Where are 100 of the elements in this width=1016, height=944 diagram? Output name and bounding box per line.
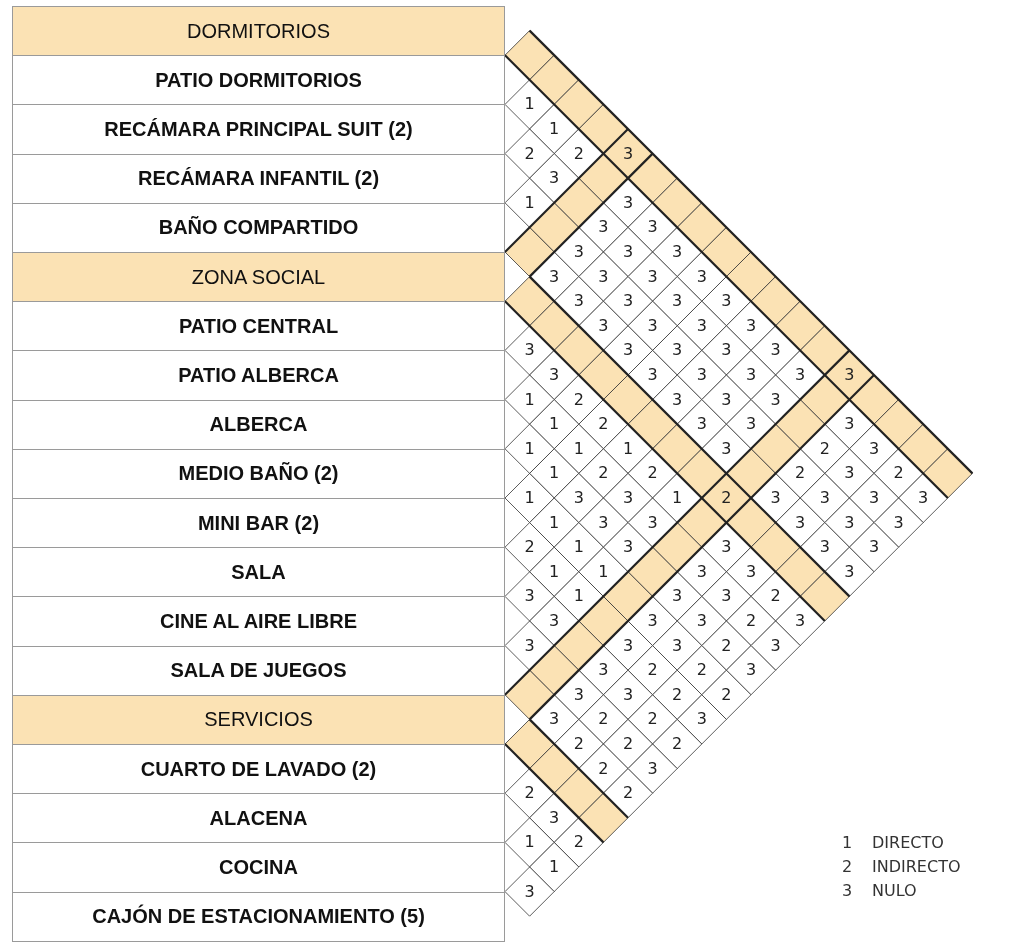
relationship-value: 3 — [818, 487, 831, 509]
relationship-value: 3 — [646, 216, 659, 239]
relationship-value: 2 — [695, 659, 708, 682]
relationship-value: 1 — [548, 413, 561, 436]
relationship-value: 2 — [621, 733, 635, 755]
relationship-value: 3 — [597, 314, 610, 337]
relationship-value: 2 — [818, 437, 831, 460]
relationship-value: 1 — [523, 191, 536, 214]
relationship-value: 3 — [621, 241, 635, 263]
relationship-value: 3 — [843, 462, 856, 485]
room-name: CAJÓN DE ESTACIONAMIENTO (5) — [12, 891, 505, 942]
relationship-value: 3 — [572, 487, 585, 509]
relationship-value: 3 — [548, 806, 561, 829]
relationship-value: 3 — [646, 757, 659, 780]
relationship-value: 3 — [695, 265, 708, 288]
relationship-value: 3 — [646, 610, 659, 632]
relationship-value: 3 — [572, 241, 585, 263]
relationship-value: 3 — [843, 560, 856, 583]
relationship-value: 2 — [769, 585, 782, 608]
relationship-value: 1 — [572, 585, 585, 608]
relationship-value: 3 — [867, 437, 881, 460]
relationship-value: 3 — [597, 216, 610, 239]
relationship-value: 3 — [695, 413, 708, 436]
room-name: COCINA — [12, 842, 505, 893]
relationship-value: 3 — [769, 339, 782, 362]
relationship-value: 3 — [597, 265, 610, 288]
relationship-value: 1 — [671, 487, 684, 509]
relationship-value: 3 — [621, 142, 635, 165]
relationship-value: 3 — [671, 585, 684, 608]
room-name: RECÁMARA PRINCIPAL SUIT (2) — [12, 104, 505, 155]
relationship-value: 3 — [646, 314, 659, 337]
relationship-value: 3 — [720, 339, 733, 362]
relationship-value: 3 — [523, 339, 536, 362]
relationship-value: 2 — [671, 683, 684, 706]
relationship-value: 3 — [744, 413, 758, 436]
relationship-value: 2 — [572, 733, 585, 755]
relationship-value: 1 — [548, 462, 561, 485]
relationship-value: 3 — [695, 610, 708, 632]
relationship-value: 3 — [695, 560, 708, 583]
relationship-value: 3 — [720, 585, 733, 608]
room-name: PATIO ALBERCA — [12, 350, 505, 401]
relationship-value: 3 — [794, 610, 807, 632]
relationship-value: 2 — [572, 831, 585, 854]
relationship-value: 2 — [794, 462, 807, 485]
relationship-value: 2 — [597, 708, 610, 731]
room-name: SALA — [12, 547, 505, 598]
relationship-value: 3 — [523, 585, 536, 608]
relationship-value: 1 — [548, 856, 561, 878]
relationship-value: 3 — [843, 511, 856, 534]
room-name: RECÁMARA INFANTIL (2) — [12, 153, 505, 204]
relationship-value: 2 — [744, 610, 758, 632]
relationship-value: 3 — [818, 536, 831, 559]
relationship-value: 3 — [621, 634, 635, 657]
room-name: CINE AL AIRE LIBRE — [12, 596, 505, 647]
relationship-value: 3 — [744, 364, 758, 386]
room-name: ALACENA — [12, 793, 505, 844]
relationship-value: 3 — [621, 683, 635, 706]
relationship-value: 3 — [671, 290, 684, 313]
relationship-value: 3 — [744, 560, 758, 583]
relationship-value: 2 — [646, 708, 659, 731]
relationship-value: 3 — [621, 339, 635, 362]
legend-number: 2 — [842, 857, 853, 877]
relationship-value: 1 — [621, 437, 635, 460]
relationship-value: 3 — [867, 536, 881, 559]
relationship-value: 3 — [867, 487, 881, 509]
relationship-value: 2 — [646, 462, 659, 485]
relationship-value: 2 — [646, 659, 659, 682]
relationship-value: 1 — [572, 437, 585, 460]
relationship-value: 1 — [523, 388, 536, 411]
legend-text: INDIRECTO — [872, 857, 961, 877]
relationship-value: 1 — [523, 437, 536, 460]
room-name: PATIO DORMITORIOS — [12, 55, 505, 106]
relationship-value: 2 — [523, 782, 536, 805]
relationship-value: 2 — [597, 462, 610, 485]
relationship-value: 2 — [572, 142, 585, 165]
relationship-value: 3 — [671, 339, 684, 362]
relationship-value: 3 — [744, 659, 758, 682]
relationship-value: 3 — [572, 683, 585, 706]
relationship-value: 2 — [523, 142, 536, 165]
relationship-value: 3 — [917, 487, 930, 509]
room-name: CUARTO DE LAVADO (2) — [12, 744, 505, 795]
relationship-value: 3 — [720, 536, 733, 559]
relationship-value: 3 — [646, 265, 659, 288]
relationship-value: 3 — [843, 413, 856, 436]
relationship-value: 1 — [523, 93, 536, 116]
relationship-value: 3 — [720, 290, 733, 313]
relationship-value: 2 — [621, 782, 635, 805]
relationship-value: 3 — [671, 388, 684, 411]
relationship-value: 1 — [523, 487, 536, 509]
relationship-value: 3 — [548, 167, 561, 190]
relationship-value: 3 — [695, 364, 708, 386]
legend-text: NULO — [872, 881, 917, 901]
relationship-value: 3 — [597, 511, 610, 534]
relationship-value: 1 — [548, 118, 561, 140]
relationship-value: 2 — [597, 757, 610, 780]
relationship-value: 3 — [744, 314, 758, 337]
relationship-value: 3 — [523, 634, 536, 657]
relationship-value: 3 — [572, 290, 585, 313]
legend-number: 3 — [842, 881, 853, 901]
room-name: MEDIO BAÑO (2) — [12, 448, 505, 499]
